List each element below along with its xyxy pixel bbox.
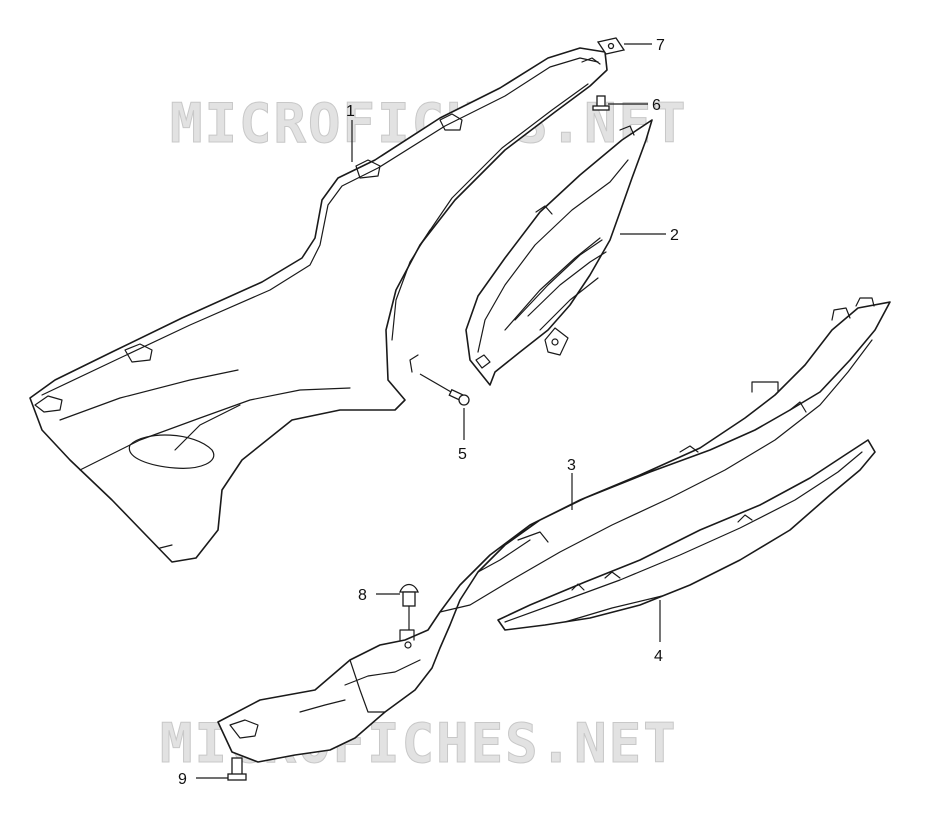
part-3-side-rail: [217, 297, 891, 763]
callout-5: 5: [458, 446, 467, 463]
screw-5-icon: [419, 373, 470, 406]
callout-6: 6: [652, 97, 661, 114]
callout-9: 9: [178, 771, 187, 788]
callout-8: 8: [358, 587, 367, 604]
callout-4: 4: [654, 648, 663, 665]
callout-2: 2: [670, 227, 679, 244]
screw-6-icon: [592, 95, 610, 111]
rivet-8-icon: [399, 583, 419, 630]
callout-7: 7: [656, 37, 665, 54]
part-4-trim-strip: [497, 439, 876, 631]
part-1-under-cover: [29, 47, 608, 563]
callout-3: 3: [567, 457, 576, 474]
part-2-side-panel: [465, 119, 653, 386]
clip-7-icon: [596, 37, 626, 55]
callout-1: 1: [346, 103, 355, 120]
bolt-9-icon: [227, 757, 247, 781]
callout-leaders: [196, 43, 666, 779]
